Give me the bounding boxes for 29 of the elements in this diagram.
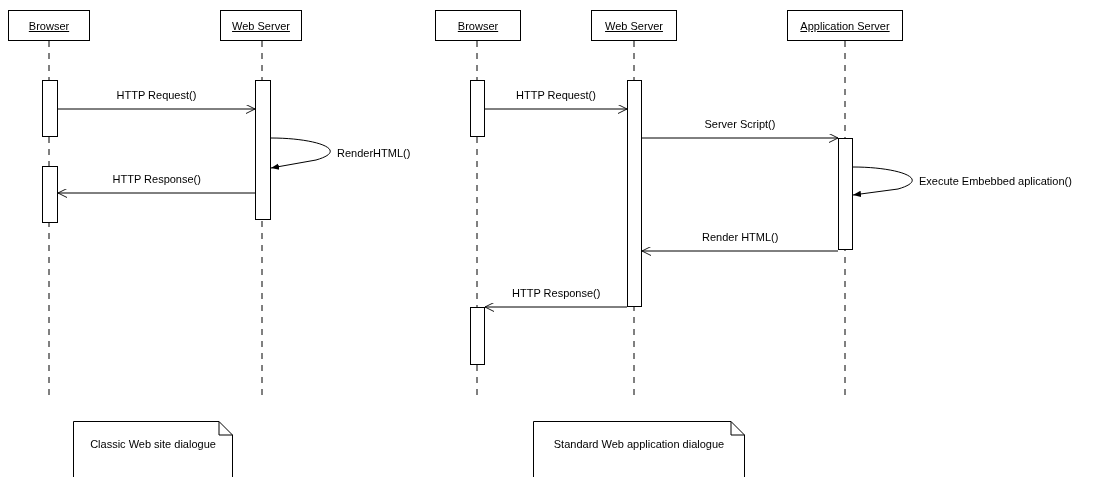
message-label: HTTP Response() <box>512 287 601 299</box>
note-text: Standard Web application dialogue <box>553 438 725 450</box>
message-label: HTTP Request() <box>116 89 197 101</box>
activation-bar <box>627 80 642 307</box>
participant-name: Browser <box>457 19 499 32</box>
activation-bar <box>42 166 58 223</box>
message-label: RenderHTML() <box>337 147 411 159</box>
note-text: Classic Web site dialogue <box>90 438 216 450</box>
message-label: HTTP Response() <box>112 173 201 185</box>
activation-bar <box>42 80 58 137</box>
message-label: HTTP Request() <box>516 89 596 101</box>
participant-name: Web Server <box>232 19 290 32</box>
participant-box <box>8 10 90 41</box>
activation-bar <box>470 307 485 365</box>
participant-box <box>787 10 903 41</box>
message-label: Execute Embebbed aplication() <box>919 175 1072 187</box>
message-label: Render HTML() <box>702 231 779 243</box>
self-message-arrow <box>852 166 913 198</box>
activation-bar <box>255 80 271 220</box>
self-message-arrow <box>270 137 331 170</box>
activation-bar <box>470 80 485 137</box>
message-label: Server Script() <box>704 118 776 130</box>
participant-box <box>220 10 302 41</box>
activation-bar <box>838 138 853 250</box>
participant-name: Web Server <box>605 19 663 32</box>
participant-box <box>435 10 521 41</box>
participant-name: Browser <box>28 19 70 32</box>
participant-name: Application Server <box>800 19 890 32</box>
participant-box <box>591 10 677 41</box>
